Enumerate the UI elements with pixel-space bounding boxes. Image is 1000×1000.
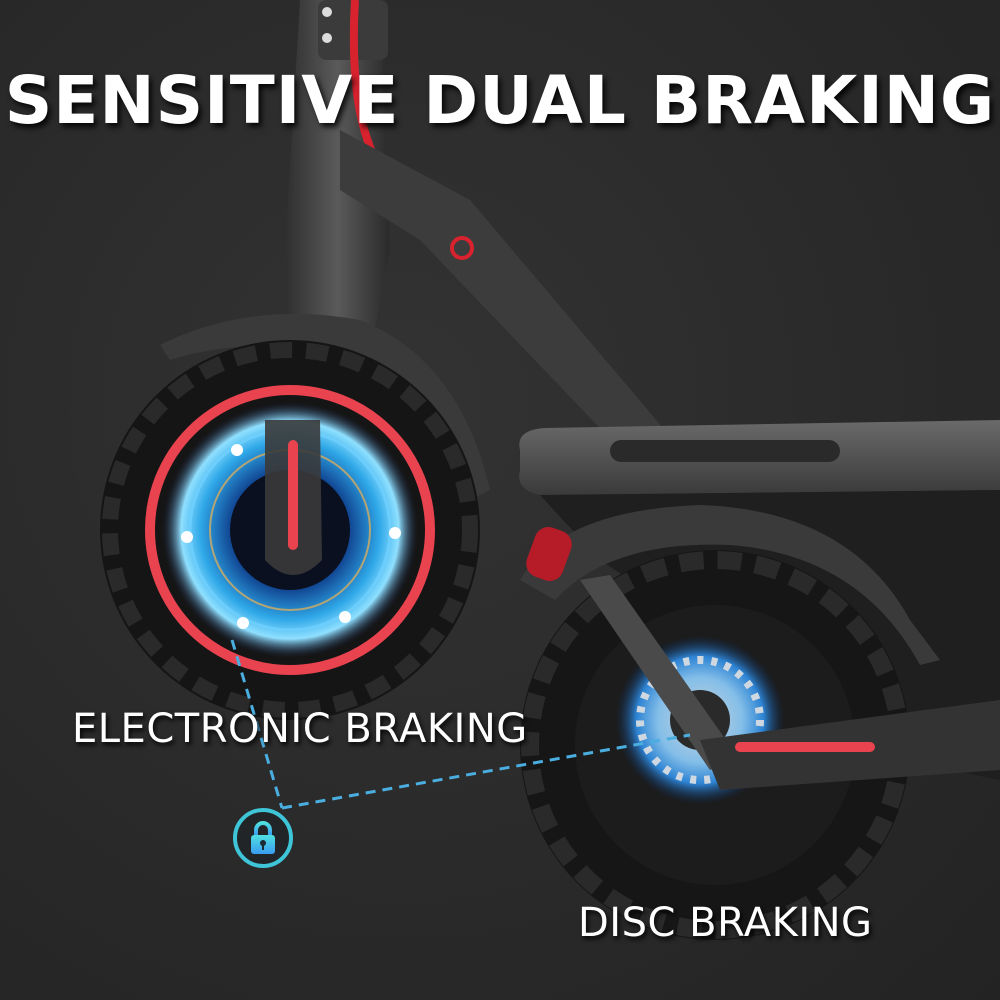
- lock-badge: [233, 808, 293, 868]
- rear-fender: [520, 505, 940, 665]
- front-wheel: [100, 340, 480, 720]
- headline: SENSITIVE DUAL BRAKING: [4, 62, 996, 139]
- rear-wheel: [520, 550, 1000, 940]
- front-fender: [160, 313, 490, 500]
- lock-icon: [251, 821, 275, 854]
- feature-label-electronic-braking: ELECTRONIC BRAKING: [72, 706, 528, 752]
- connector-lines: [230, 639, 691, 810]
- rear-reflector: [526, 527, 572, 581]
- feature-label-disc-braking: DISC BRAKING: [578, 900, 873, 946]
